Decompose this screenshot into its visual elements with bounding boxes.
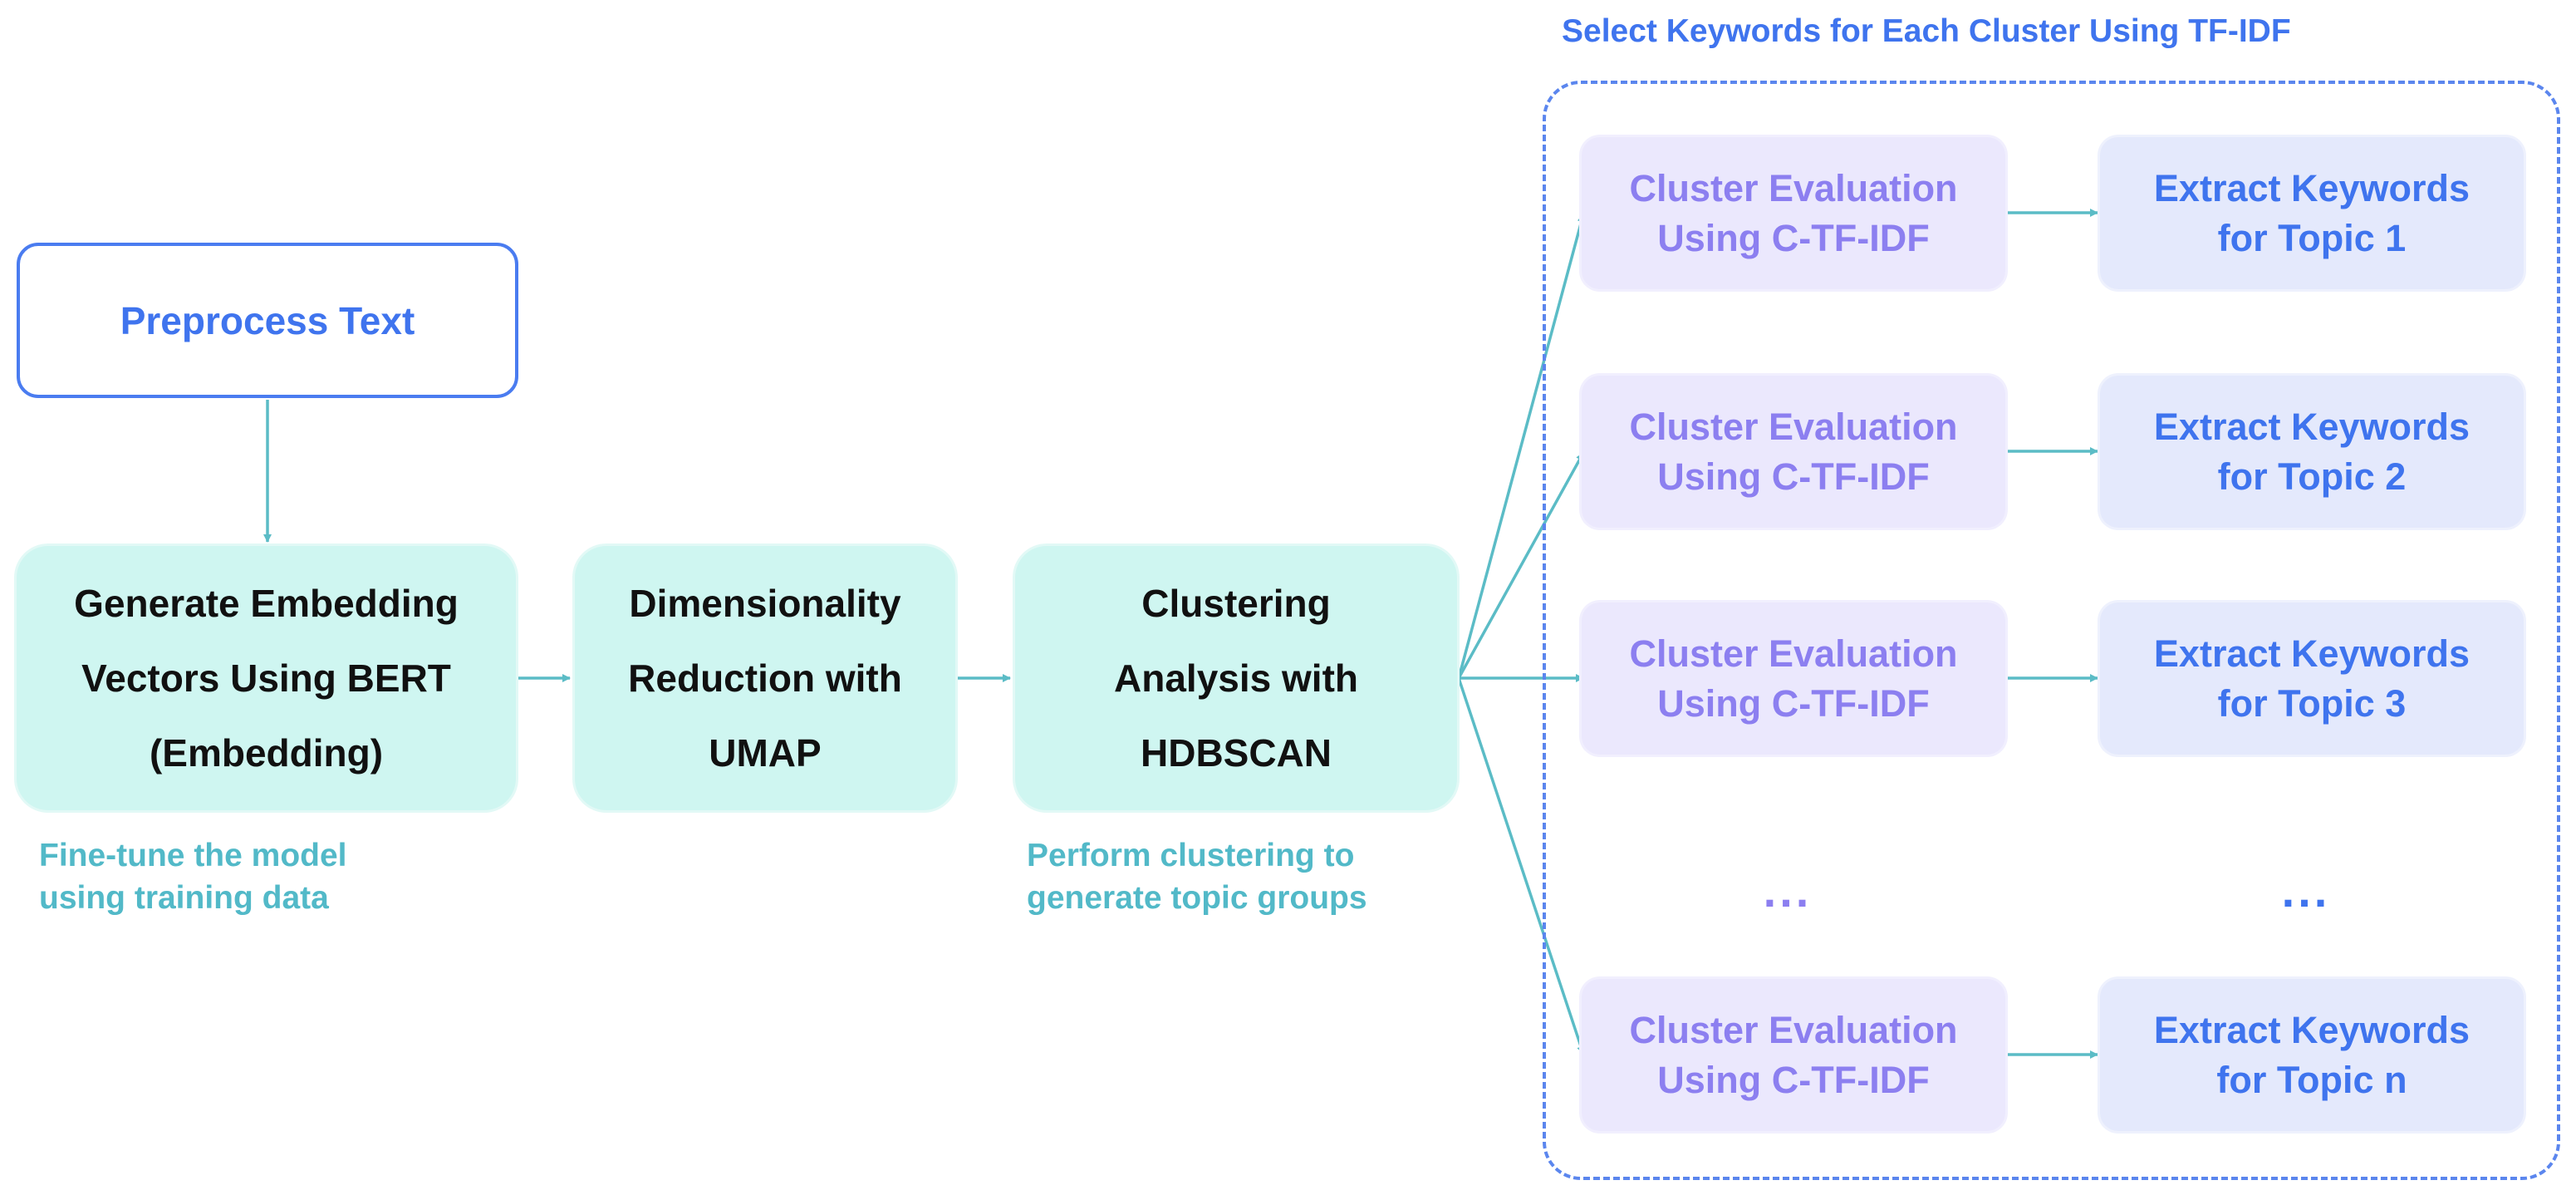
eval-line-2: Using C-TF-IDF (1657, 216, 1930, 259)
clustering-note: Perform clustering to generate topic gro… (1027, 834, 1525, 919)
keywords-line-1: Extract Keywords (2153, 166, 2471, 209)
dimred-line-3: UMAP (709, 731, 822, 775)
keywords-line-1: Extract Keywords (2153, 1008, 2471, 1051)
ellipsis-keywords: ... (2281, 864, 2331, 917)
embedding-line-3: (Embedding) (149, 731, 384, 775)
preprocess-text-label: Preprocess Text (120, 298, 415, 342)
embedding-note-line-1: Fine-tune the model (39, 838, 347, 873)
clustering-line-1: Clustering (1141, 582, 1331, 625)
extract-keywords-box: Extract Keywords for Topic n (2100, 979, 2524, 1131)
eval-line-1: Cluster Evaluation (1629, 632, 1958, 675)
arrow-clustering-to-eval-1 (1457, 214, 1586, 679)
eval-line-1: Cluster Evaluation (1629, 1008, 1958, 1051)
extract-keywords-box: Extract Keywords for Topic 2 (2100, 376, 2524, 528)
keywords-line-2: for Topic 3 (2217, 681, 2407, 725)
dimred-line-2: Reduction with (628, 657, 902, 700)
clustering-note-line-2: generate topic groups (1027, 880, 1367, 916)
cluster-evaluation-box: Cluster Evaluation Using C-TF-IDF (1582, 979, 2005, 1131)
group-title: Select Keywords for Each Cluster Using T… (1562, 13, 2291, 49)
eval-line-2: Using C-TF-IDF (1657, 1058, 1930, 1101)
dimred-line-1: Dimensionality (629, 582, 901, 625)
embedding-note-line-2: using training data (39, 880, 329, 916)
keywords-line-2: for Topic n (2216, 1058, 2407, 1101)
embedding-line-1: Generate Embedding (74, 582, 459, 625)
clustering-line-2: Analysis with (1114, 657, 1358, 700)
keywords-line-2: for Topic 1 (2217, 216, 2407, 259)
preprocess-text-box: Preprocess Text (17, 243, 518, 398)
ellipsis-eval: ... (1763, 864, 1813, 917)
eval-line-1: Cluster Evaluation (1629, 405, 1958, 448)
clustering-note-line-1: Perform clustering to (1027, 838, 1355, 873)
clustering-analysis-box: Clustering Analysis with HDBSCAN (1015, 546, 1457, 810)
embedding-line-2: Vectors Using BERT (81, 657, 451, 700)
arrow-clustering-to-eval-n (1457, 677, 1585, 1055)
keywords-line-1: Extract Keywords (2153, 405, 2471, 448)
cluster-evaluation-box: Cluster Evaluation Using C-TF-IDF (1582, 137, 2005, 289)
dimensionality-reduction-box: Dimensionality Reduction with UMAP (575, 546, 955, 810)
cluster-evaluation-box: Cluster Evaluation Using C-TF-IDF (1582, 376, 2005, 528)
embedding-note: Fine-tune the model using training data (39, 834, 537, 919)
eval-line-2: Using C-TF-IDF (1657, 681, 1930, 725)
eval-line-2: Using C-TF-IDF (1657, 455, 1930, 498)
eval-line-1: Cluster Evaluation (1629, 166, 1958, 209)
keyword-selection-group (1543, 81, 2560, 1180)
clustering-line-3: HDBSCAN (1141, 731, 1332, 775)
extract-keywords-box: Extract Keywords for Topic 3 (2100, 602, 2524, 755)
generate-embedding-box: Generate Embedding Vectors Using BERT (E… (17, 546, 516, 810)
cluster-evaluation-box: Cluster Evaluation Using C-TF-IDF (1582, 602, 2005, 755)
keywords-line-2: for Topic 2 (2217, 455, 2407, 498)
keywords-line-1: Extract Keywords (2153, 632, 2471, 675)
arrow-clustering-to-eval-2 (1457, 452, 1585, 679)
extract-keywords-box: Extract Keywords for Topic 1 (2100, 137, 2524, 289)
